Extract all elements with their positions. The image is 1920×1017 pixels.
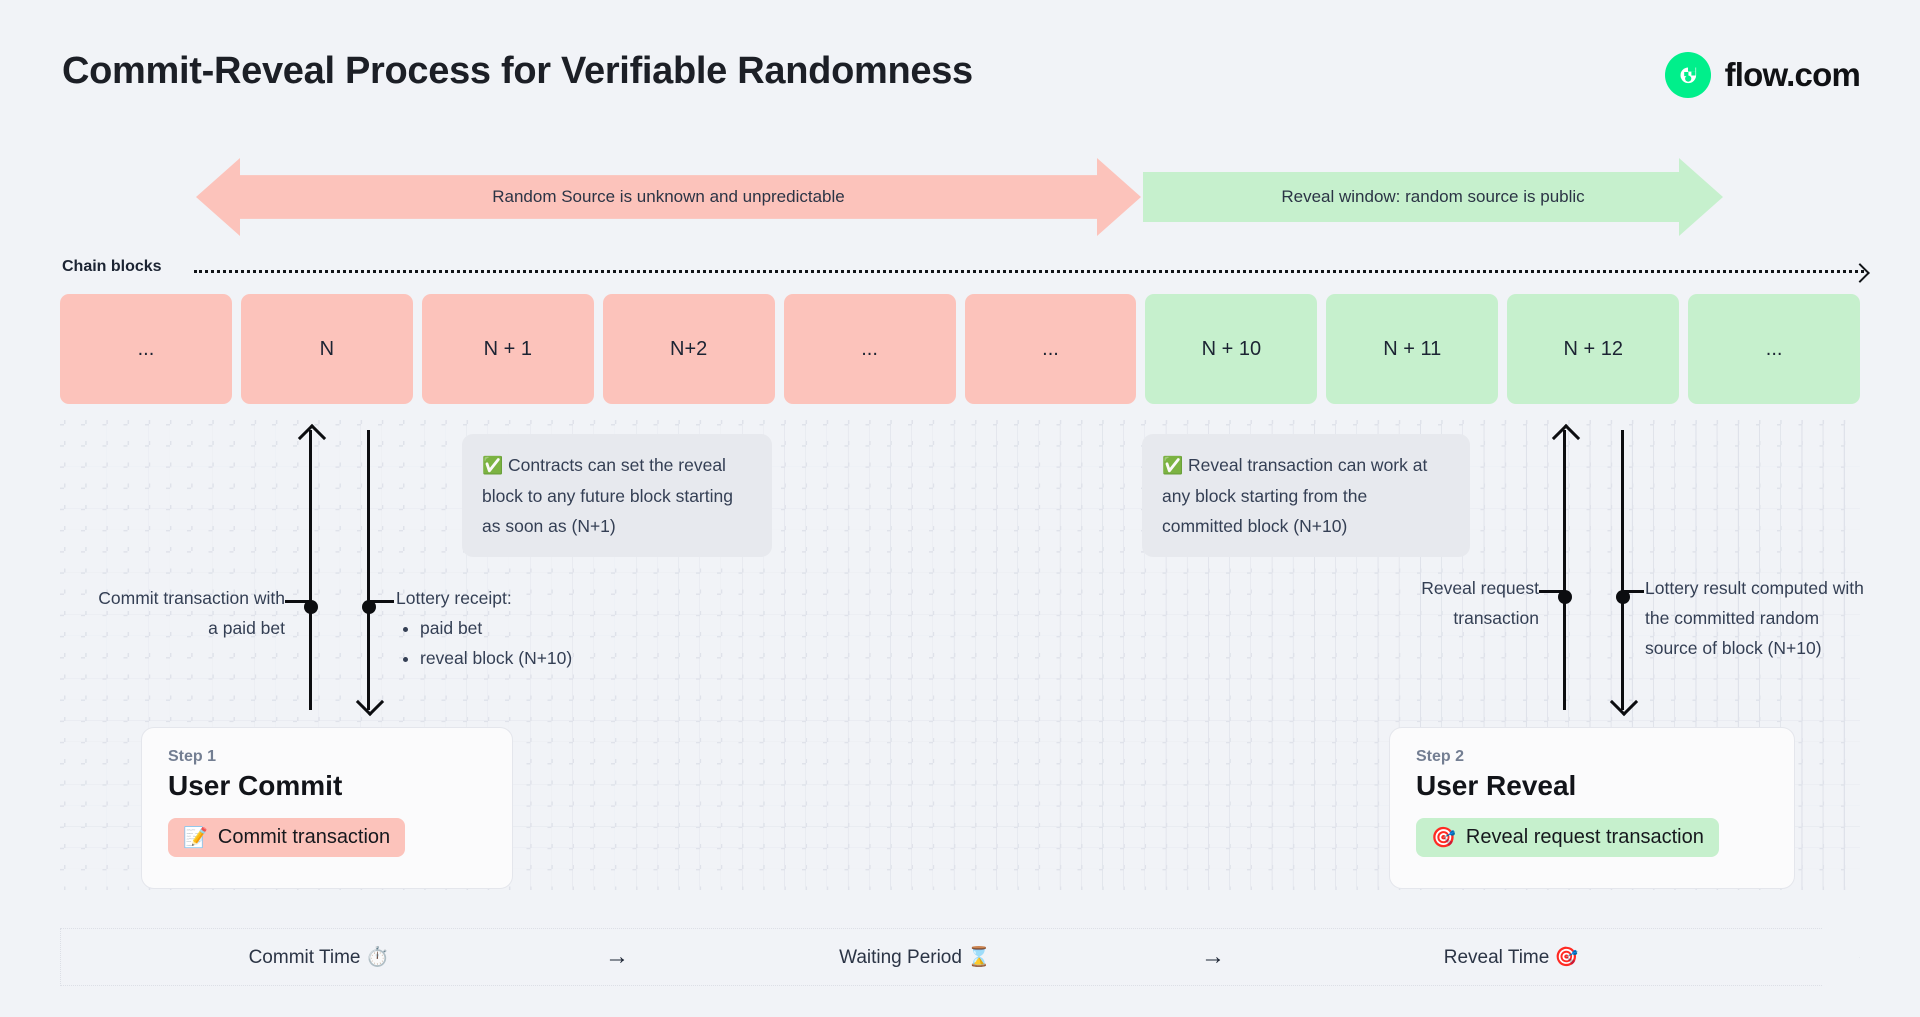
flow-logo-icon bbox=[1664, 52, 1711, 98]
chain-block[interactable]: N+2 bbox=[602, 294, 775, 404]
arrow-down-icon bbox=[355, 687, 385, 717]
phase-unknown-window: Random Source is unknown and unpredictab… bbox=[196, 158, 1141, 236]
list-item: reveal block (N+10) bbox=[420, 643, 676, 673]
timeline-item-commit-time: Commit Time ⏱️ bbox=[248, 947, 390, 968]
chain-block[interactable]: N bbox=[240, 294, 413, 404]
brand-logo: flow.com bbox=[1664, 52, 1861, 98]
arrow-down-icon bbox=[1609, 687, 1639, 717]
chain-block[interactable]: ... bbox=[60, 294, 232, 404]
chain-block[interactable]: N + 12 bbox=[1507, 294, 1680, 404]
lottery-receipt-list: paid bet reveal block (N+10) bbox=[396, 613, 676, 673]
reveal-request-transaction-pill[interactable]: 🎯 Reveal request transaction bbox=[1416, 818, 1719, 857]
chain-axis-dotted-arrow bbox=[194, 270, 1864, 275]
chain-block[interactable]: ... bbox=[783, 294, 956, 404]
chain-block[interactable]: ... bbox=[1688, 294, 1861, 404]
commit-connector-line bbox=[297, 423, 327, 710]
step-title: User Commit bbox=[168, 770, 343, 801]
commit-node-dot bbox=[303, 600, 318, 614]
step-card-user-reveal[interactable]: Step 2 User Reveal 🎯 Reveal request tran… bbox=[1389, 727, 1795, 889]
phase-reveal-window: Reveal window: random source is public bbox=[1143, 158, 1723, 236]
chain-blocks-row: ... N N + 1 N+2 ... ... N + 10 N + 11 N … bbox=[60, 294, 1861, 404]
note-contracts-reveal-block: ✅ Contracts can set the reveal block to … bbox=[462, 434, 772, 557]
phase-reveal-label: Reveal window: random source is public bbox=[1281, 187, 1585, 206]
chain-blocks-label: Chain blocks bbox=[62, 258, 162, 275]
annotation-title: Lottery receipt: bbox=[396, 588, 512, 608]
chain-block[interactable]: ... bbox=[964, 294, 1137, 404]
pill-label: Reveal request transaction bbox=[1465, 826, 1704, 848]
list-item: paid bet bbox=[420, 613, 676, 643]
phase-arrow-row: Random Source is unknown and unpredictab… bbox=[0, 158, 1920, 236]
check-mark-button-icon: ✅ bbox=[482, 456, 504, 475]
memo-icon: 📝 bbox=[183, 827, 208, 849]
chain-block[interactable]: N + 10 bbox=[1145, 294, 1318, 404]
step-card-user-commit[interactable]: Step 1 User Commit 📝 Commit transaction bbox=[141, 727, 513, 889]
annotation-lottery-result: Lottery result computed with the committ… bbox=[1645, 573, 1870, 663]
annotation-reveal-request: Reveal request transaction bbox=[1349, 573, 1539, 633]
note-text: Reveal transaction can work at any block… bbox=[1162, 455, 1428, 536]
reveal-request-node-dot bbox=[1557, 590, 1572, 604]
lottery-result-node-dot bbox=[1615, 590, 1630, 604]
annotation-commit-transaction: Commit transaction with a paid bet bbox=[95, 583, 285, 643]
annotation-lottery-receipt: Lottery receipt: paid bet reveal block (… bbox=[396, 583, 676, 673]
bottom-timeline-arrow: Commit Time ⏱️ → Waiting Period ⌛ → Reve… bbox=[60, 928, 1860, 986]
commit-label-stub bbox=[285, 600, 311, 603]
phase-unknown-label: Random Source is unknown and unpredictab… bbox=[492, 187, 845, 206]
lottery-result-connector-line bbox=[1609, 430, 1639, 717]
timeline-item-reveal-time: Reveal Time 🎯 bbox=[1443, 947, 1579, 968]
brand-name: flow.com bbox=[1724, 56, 1861, 93]
step-title: User Reveal bbox=[1416, 770, 1577, 801]
step-kicker: Step 1 bbox=[168, 748, 217, 765]
arrow-right-icon: → bbox=[1201, 943, 1225, 970]
commit-transaction-pill[interactable]: 📝 Commit transaction bbox=[168, 818, 406, 857]
note-reveal-transaction-window: ✅ Reveal transaction can work at any blo… bbox=[1142, 434, 1470, 557]
arrow-right-icon: → bbox=[605, 943, 629, 970]
annotation-text: Commit transaction with a paid bet bbox=[98, 588, 285, 638]
check-mark-button-icon: ✅ bbox=[1162, 456, 1184, 475]
direct-hit-icon: 🎯 bbox=[1431, 827, 1456, 849]
chain-block[interactable]: N + 1 bbox=[421, 294, 594, 404]
page-title: Commit-Reveal Process for Verifiable Ran… bbox=[62, 50, 973, 92]
annotation-text: Lottery result computed with the committ… bbox=[1645, 578, 1864, 658]
step-kicker: Step 2 bbox=[1416, 748, 1465, 765]
arrow-up-icon bbox=[1551, 423, 1581, 453]
timeline-item-waiting-period: Waiting Period ⌛ bbox=[839, 947, 991, 968]
receipt-node-dot bbox=[361, 600, 376, 614]
pill-label: Commit transaction bbox=[217, 826, 391, 848]
annotation-text: Reveal request transaction bbox=[1421, 578, 1539, 628]
note-text: Contracts can set the reveal block to an… bbox=[482, 455, 733, 536]
reveal-request-connector-line bbox=[1551, 423, 1581, 710]
reveal-request-label-stub bbox=[1539, 590, 1565, 593]
arrow-up-icon bbox=[297, 423, 327, 453]
receipt-connector-line bbox=[355, 430, 385, 717]
chain-block[interactable]: N + 11 bbox=[1326, 294, 1499, 404]
receipt-label-stub bbox=[368, 600, 394, 603]
lottery-result-label-stub bbox=[1622, 590, 1644, 593]
